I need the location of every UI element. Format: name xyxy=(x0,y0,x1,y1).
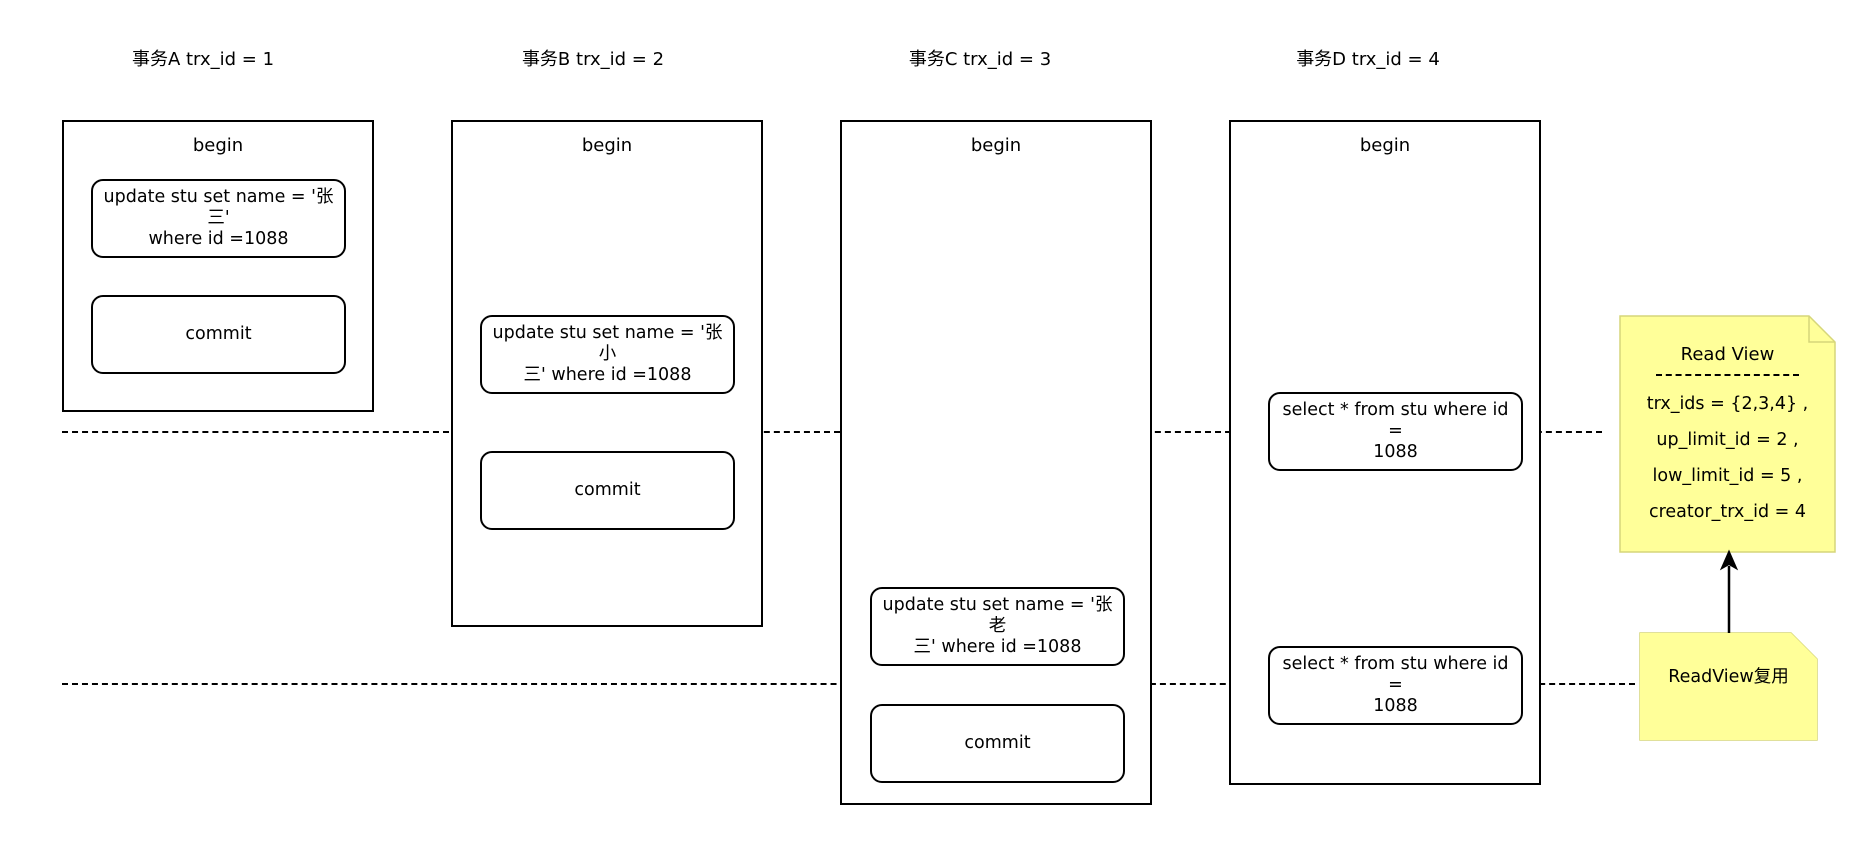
txn-d-select-2: select * from stu where id =1088 xyxy=(1268,646,1523,725)
readview-reuse-label: ReadView复用 xyxy=(1668,667,1789,687)
txn-a-title: 事务A trx_id = 1 xyxy=(131,49,275,70)
txn-c-title: 事务C trx_id = 3 xyxy=(908,49,1052,70)
txn-b-commit: commit xyxy=(480,451,735,530)
txn-b-update: update stu set name = '张小三' where id =10… xyxy=(480,315,735,394)
read-view-title: Read View xyxy=(1680,344,1775,365)
read-view-separator xyxy=(1656,374,1799,376)
txn-b-title: 事务B trx_id = 2 xyxy=(521,49,665,70)
read-view-note: Read View trx_ids = {2,3,4} , up_limit_i… xyxy=(1620,316,1835,552)
txn-c-box: begin xyxy=(840,120,1152,805)
txn-c-begin: begin xyxy=(970,135,1022,156)
txn-a-begin: begin xyxy=(192,135,244,156)
read-view-low-limit: low_limit_id = 5 , xyxy=(1652,466,1803,486)
txn-d-begin: begin xyxy=(1359,135,1411,156)
txn-c-update: update stu set name = '张老三' where id =10… xyxy=(870,587,1125,666)
txn-a-update: update stu set name = '张三'where id =1088 xyxy=(91,179,346,258)
timeline-read-1 xyxy=(62,431,1602,433)
read-view-creator: creator_trx_id = 4 xyxy=(1648,502,1807,522)
read-view-up-limit: up_limit_id = 2 , xyxy=(1656,430,1799,450)
txn-c-commit: commit xyxy=(870,704,1125,783)
read-view-trx-ids: trx_ids = {2,3,4} , xyxy=(1646,394,1809,414)
readview-reuse-note: ReadView复用 xyxy=(1640,633,1817,740)
txn-b-begin: begin xyxy=(581,135,633,156)
txn-d-select-1: select * from stu where id =1088 xyxy=(1268,392,1523,471)
txn-a-commit: commit xyxy=(91,295,346,374)
txn-d-title: 事务D trx_id = 4 xyxy=(1296,49,1440,70)
